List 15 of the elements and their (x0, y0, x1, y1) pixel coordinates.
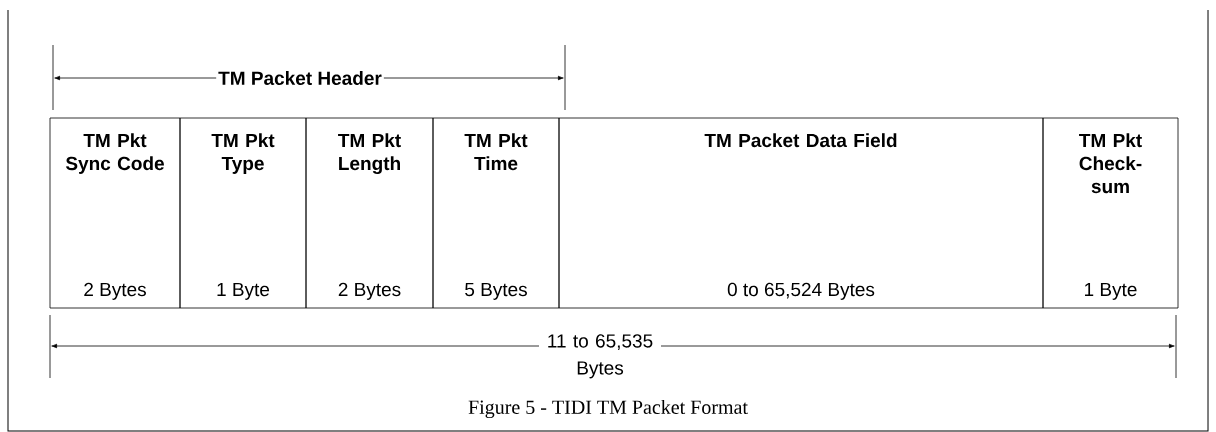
field-name: TM Pkt Type (211, 133, 275, 174)
byte-count: 2 Bytes (84, 282, 146, 300)
byte-count: 1 Byte (1085, 282, 1137, 300)
dimension-label: TM Packet Header (216, 70, 384, 86)
field-name: TM Pkt Length (338, 133, 401, 174)
field-name: TM Pkt Sync Code (65, 133, 164, 174)
byte-count: 5 Bytes (465, 282, 527, 300)
field-name: TM Pkt Time (464, 133, 528, 171)
field-name: TM Pkt Check-sum (1079, 133, 1142, 194)
dimension-label: 11 to 65,535 Bytes (539, 333, 661, 380)
byte-count: 1 Byte (217, 282, 270, 300)
caption: Figure 5 - TIDI TM Packet Format (468, 399, 748, 419)
field-name: TM Packet Data Field (704, 133, 897, 148)
byte-count: 2 Bytes (338, 282, 401, 300)
byte-count: 0 to 65,524 Bytes (727, 282, 875, 300)
